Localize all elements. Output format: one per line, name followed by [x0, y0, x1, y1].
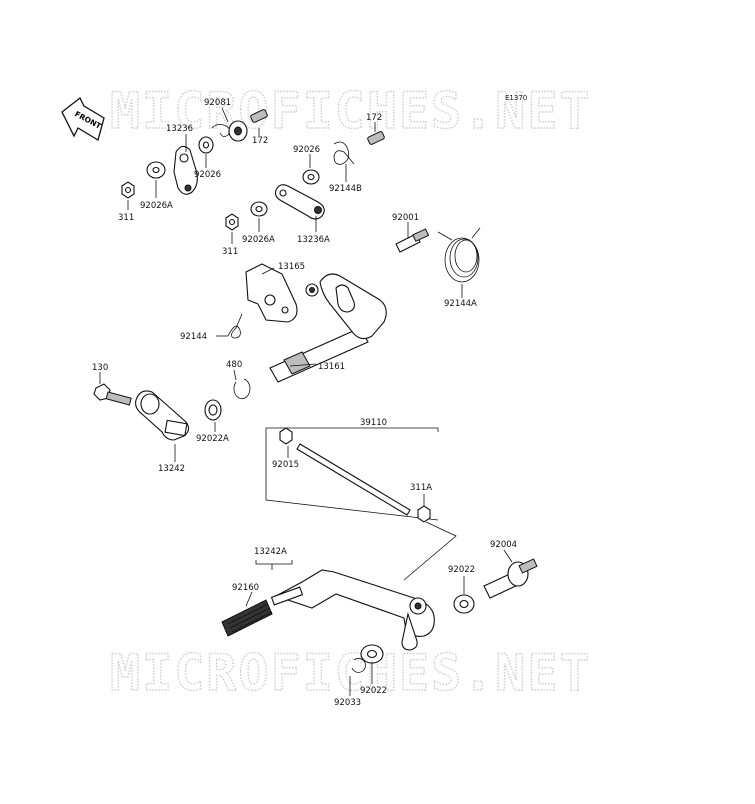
label-92026a: 92026	[194, 170, 221, 180]
label-480: 480	[226, 360, 242, 370]
label-130: 130	[92, 363, 108, 373]
washer-92026Aa-icon	[146, 161, 166, 179]
label-92026Ab: 92026A	[242, 235, 275, 245]
label-92015: 92015	[272, 460, 299, 470]
label-13236A: 13236A	[297, 235, 330, 245]
watermark-bottom: MICROFICHES.NET	[110, 644, 592, 702]
label-92022a: 92022	[448, 565, 475, 575]
bolt-92004-icon	[483, 558, 538, 599]
bolt-92001-icon	[395, 228, 430, 253]
washer-92022a-icon	[453, 594, 475, 614]
nut-311a-icon	[121, 181, 135, 199]
label-92001: 92001	[392, 213, 419, 223]
label-92022b: 92022	[360, 686, 387, 696]
arm-13236A-icon	[274, 184, 325, 220]
pedal-rubber-92160-icon	[221, 599, 273, 637]
label-172b: 172	[366, 113, 382, 123]
label-92144A: 92144A	[444, 299, 477, 309]
label-311b: 311	[222, 247, 238, 257]
label-13242A: 13242A	[254, 547, 287, 557]
label-13236: 13236	[166, 124, 193, 134]
arm-13242-icon	[135, 390, 190, 441]
front-arrow-icon: FRONT	[61, 97, 105, 141]
bolt-130-icon	[93, 383, 132, 406]
pin-172a-icon	[250, 109, 268, 123]
label-92033: 92033	[334, 698, 361, 708]
pedal-13242A-icon	[270, 569, 435, 651]
label-92026Aa: 92026A	[140, 201, 173, 211]
washer-92022A-icon	[204, 399, 222, 421]
label-311A: 311A	[410, 483, 432, 493]
label-172a: 172	[252, 136, 268, 146]
label-13242: 13242	[158, 464, 185, 474]
circlip-92033-icon	[351, 657, 366, 673]
bracket-13242A	[255, 560, 293, 570]
plate-13165-icon	[245, 263, 298, 323]
washer-92026b-icon	[302, 169, 320, 185]
callout-labels: 92081 13236 172 172 92026 92026 311 9202…	[92, 98, 517, 708]
label-92026b: 92026	[293, 145, 320, 155]
label-92081: 92081	[204, 98, 231, 108]
label-92144B: 92144B	[329, 184, 362, 194]
label-92144: 92144	[180, 332, 207, 342]
leader-lines	[99, 107, 513, 696]
label-13165: 13165	[278, 262, 305, 272]
shaft-13161-icon	[269, 273, 387, 383]
watermark-top: MICROFICHES.NET	[110, 82, 592, 140]
washer-92022b-icon	[360, 644, 384, 664]
label-92022A: 92022A	[196, 434, 229, 444]
washer-92026a-icon	[198, 136, 214, 154]
spring-92081-icon	[211, 120, 248, 142]
spring-92144-icon	[227, 313, 243, 339]
tie-rod-bracket	[265, 427, 439, 521]
label-92004: 92004	[490, 540, 517, 550]
spring-92144A-icon	[437, 227, 481, 283]
nut-311b-icon	[225, 213, 239, 231]
washer-92026Ab-icon	[250, 201, 268, 217]
tie-rod-39110-icon	[279, 427, 431, 523]
label-13161: 13161	[318, 362, 345, 372]
diagram-code: E1370	[505, 94, 527, 102]
arm-13236-icon	[173, 145, 198, 195]
spring-92144B-icon	[333, 141, 355, 165]
label-311a: 311	[118, 213, 134, 223]
label-39110: 39110	[360, 418, 387, 428]
pin-172b-icon	[367, 131, 385, 145]
label-92160: 92160	[232, 583, 259, 593]
circlip-480-icon	[233, 378, 251, 400]
